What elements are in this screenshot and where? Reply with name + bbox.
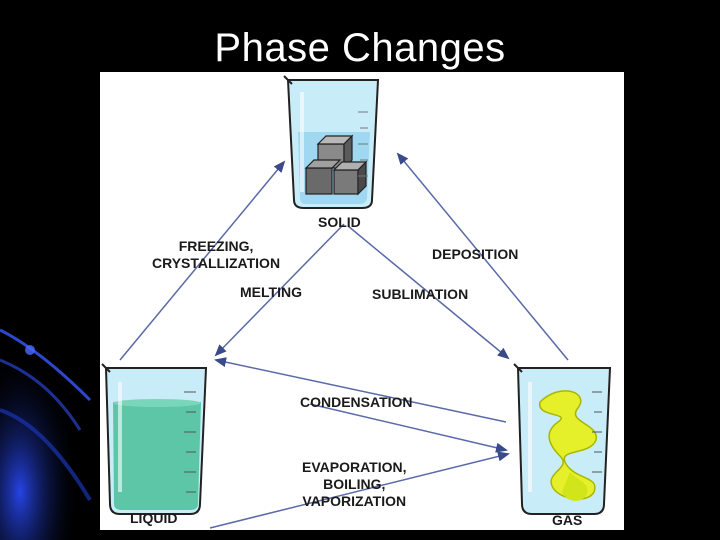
freezing-label-line1: FREEZING, [178,238,254,254]
liquid-label: LIQUID [130,510,178,526]
freezing-arrow [119,160,286,361]
deposition-label: DEPOSITION [432,246,519,262]
solid-label: SOLID [318,214,361,230]
melting-label: MELTING [240,284,302,300]
condensation-label: CONDENSATION [300,394,413,410]
gas-beaker-icon [513,363,612,515]
freezing-label: FREEZING, CRYSTALLIZATION [152,238,280,272]
deposition-arrow [396,152,569,361]
liquid-beaker-icon [101,363,208,515]
sublimation-arrow [347,225,510,360]
phase-diagram-graphics [101,75,612,529]
evaporation-label-line1: EVAPORATION, [302,459,407,475]
slide-title: Phase Changes [214,26,506,70]
solid-beaker-icon [283,75,380,209]
freezing-label-line2: CRYSTALLIZATION [152,255,281,271]
evaporation-label-line3: VAPORIZATION [302,493,407,509]
sublimation-label: SUBLIMATION [372,286,469,302]
evaporation-arrow [209,451,510,529]
evaporation-label-line2: BOILING, [323,476,386,492]
phase-diagram-panel: SOLID LIQUID GAS FREEZING, CRYSTALLIZATI… [100,72,624,530]
melting-arrow [214,223,345,357]
evaporation-label: EVAPORATION, BOILING, VAPORIZATION [302,459,407,510]
gas-label: GAS [552,512,583,528]
condensation-arrow [214,357,507,423]
condensation-lower-arrow [309,403,508,453]
